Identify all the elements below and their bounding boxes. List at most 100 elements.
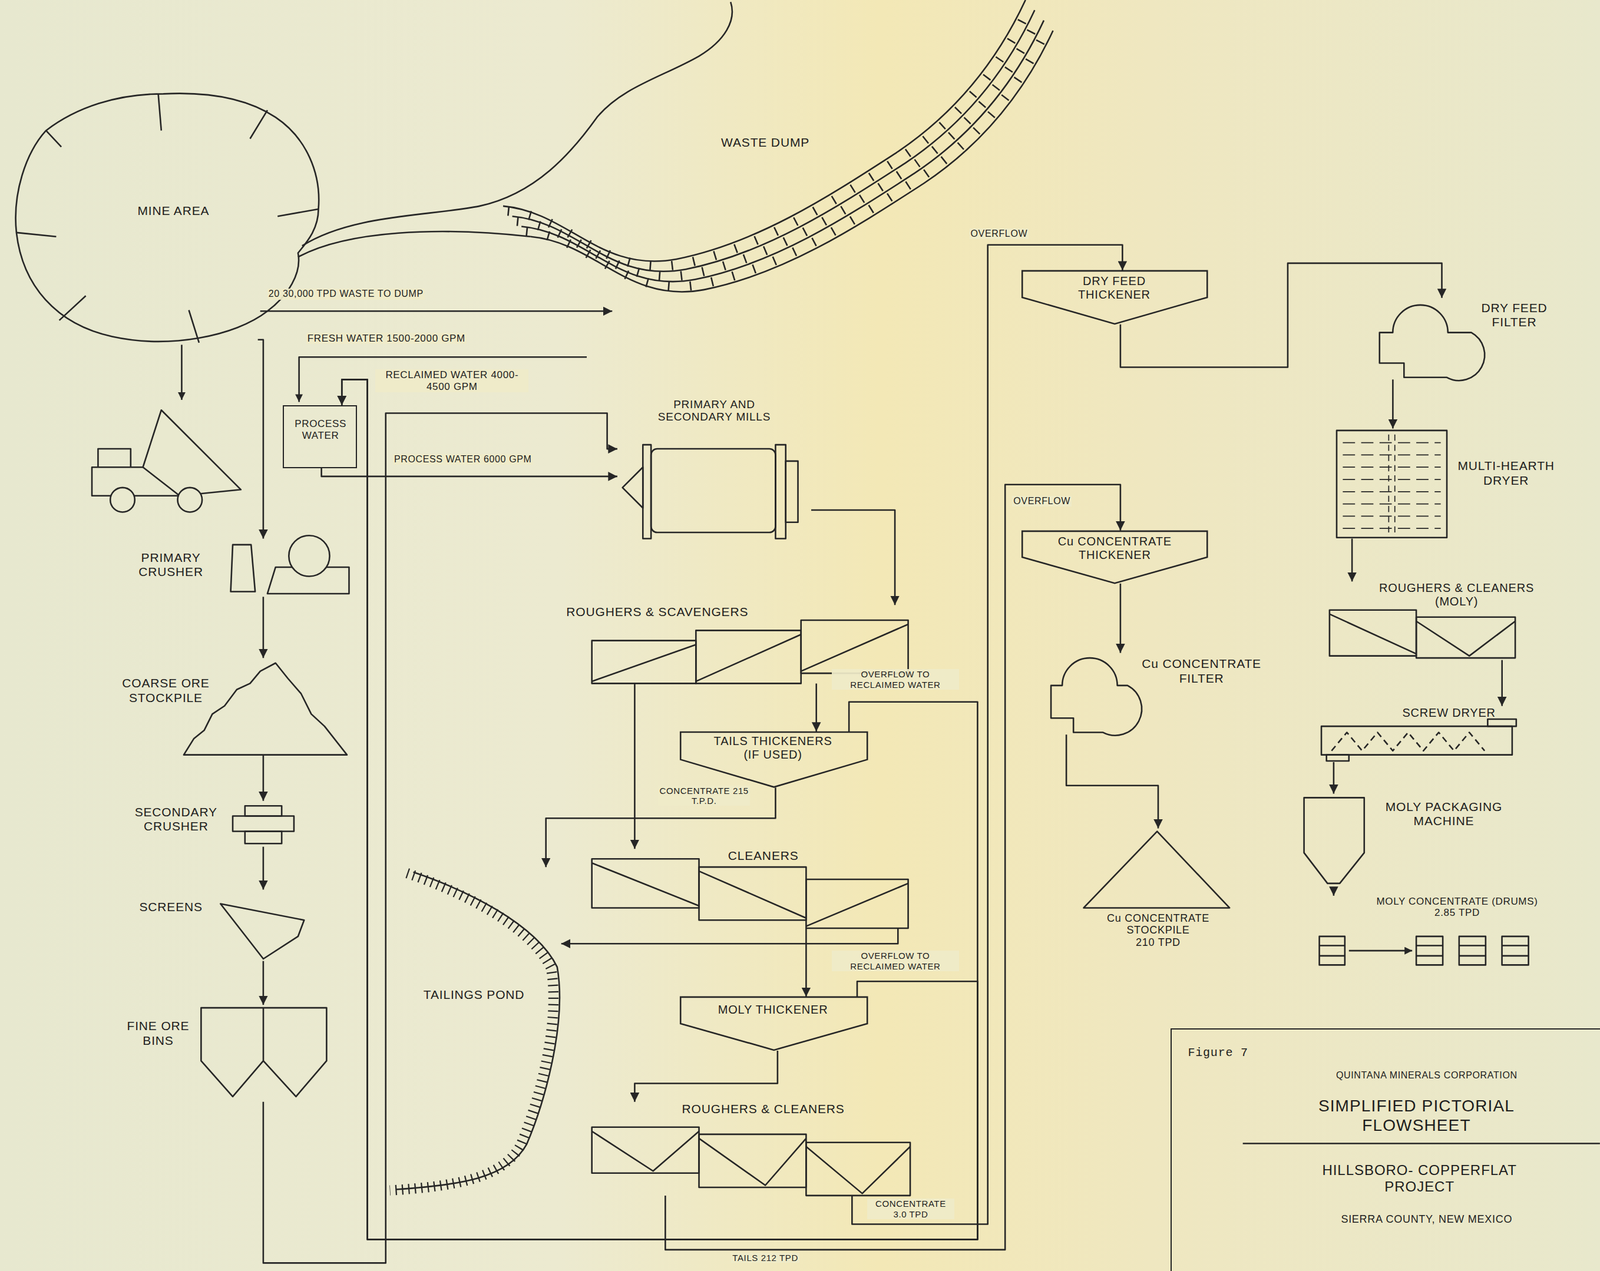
text-holder: OVERFLOW TO RECLAIMED WATER bbox=[831, 669, 960, 690]
process-node: SCREENS bbox=[127, 889, 307, 961]
filter-drum bbox=[1050, 305, 1485, 736]
crusher-symbol bbox=[288, 535, 330, 577]
haul-truck bbox=[180, 344, 183, 400]
flotation-cells bbox=[592, 863, 700, 907]
screw-dryer-symbol bbox=[1321, 719, 1517, 762]
flow-label: CONCENTRATE 3.0 TPD bbox=[867, 1198, 954, 1220]
thickener-outline bbox=[680, 997, 868, 1051]
tailings-dam bbox=[395, 872, 560, 1190]
equipment-label: SECONDARY CRUSHER bbox=[127, 805, 226, 834]
drawing-part bbox=[258, 245, 1503, 1264]
text-holder: MOLY THICKENER bbox=[678, 1003, 868, 1017]
text-holder: TAILS 212 TPD bbox=[703, 1253, 827, 1264]
equipment-label: PROCESS WATER bbox=[285, 418, 356, 442]
flotation-cells bbox=[699, 867, 807, 921]
text-holder: FRESH WATER 1500-2000 GPM bbox=[306, 332, 562, 345]
haul-truck bbox=[177, 487, 203, 513]
equipment-label: DRY FEED THICKENER bbox=[1053, 274, 1176, 302]
flow-line bbox=[1501, 660, 1503, 707]
equipment-label: 210 TPD bbox=[1135, 936, 1181, 950]
waste-dump-outline bbox=[298, 231, 531, 257]
waste-dump-outline bbox=[298, 0, 1054, 293]
equipment-label: CLEANERS bbox=[728, 848, 799, 864]
concentrate-drums bbox=[1319, 936, 1529, 965]
thickener-outline bbox=[680, 732, 868, 788]
ore-bins bbox=[200, 1007, 327, 1097]
text-holder: FINE ORE BINS bbox=[117, 1019, 200, 1048]
process-node: DRY FEED FILTER bbox=[1377, 298, 1563, 380]
flow-line bbox=[815, 683, 818, 732]
multi-hearth-dryer-symbol bbox=[1336, 430, 1447, 538]
title-block-text: Figure 7 bbox=[1187, 1046, 1248, 1060]
concentrate-drums bbox=[1319, 946, 1345, 957]
equipment-label: SCREENS bbox=[139, 900, 203, 915]
title-block-text: SIERRA COUNTY, NEW MEXICO bbox=[1340, 1213, 1513, 1226]
process-node: MOLY PACKAGING MACHINE bbox=[1300, 794, 1522, 888]
flow-line bbox=[260, 310, 613, 313]
flow-line bbox=[561, 928, 899, 944]
flow-line bbox=[262, 961, 265, 1006]
flotation-cells bbox=[1329, 614, 1417, 655]
haul-truck bbox=[143, 410, 241, 496]
equipment-label: PRIMARY CRUSHER bbox=[127, 550, 215, 580]
flotation-cells bbox=[695, 634, 801, 682]
process-node: PROCESS WATER bbox=[282, 405, 357, 469]
flotation-cells bbox=[699, 1134, 807, 1188]
flotation-cells bbox=[592, 645, 697, 682]
flow-note: OVERFLOW bbox=[1012, 496, 1072, 507]
flow-label: OVERFLOW TO RECLAIMED WATER bbox=[831, 669, 960, 690]
filter-drum bbox=[1379, 305, 1485, 381]
equipment-label: Cu CONCENTRATE FILTER bbox=[1127, 656, 1276, 686]
flotation-cells bbox=[592, 1127, 700, 1174]
waste-dump-outline bbox=[512, 10, 1036, 272]
text-holder: TAILINGS POND bbox=[420, 987, 528, 1003]
grinding-mill bbox=[622, 444, 799, 539]
equipment-label: MOLY CONCENTRATE (DRUMS) bbox=[1376, 896, 1538, 908]
flow-line bbox=[263, 413, 618, 1264]
process-node: CLEANERS bbox=[589, 848, 908, 929]
concentrate-drums bbox=[1502, 946, 1529, 957]
flotation-cells bbox=[1416, 617, 1516, 659]
flotation-cells bbox=[801, 624, 909, 672]
screw-dryer-symbol bbox=[1321, 726, 1513, 755]
equipment-label: Cu CONCENTRATE STOCKPILE bbox=[1076, 912, 1240, 937]
flotation-cells bbox=[801, 620, 909, 674]
equipment-label: Cu CONCENTRATE THICKENER bbox=[1035, 534, 1194, 563]
text-holder: RECLAIMED WATER 4000-4500 GPM bbox=[375, 369, 529, 393]
flow-line bbox=[262, 755, 265, 802]
equipment-label: (MOLY) bbox=[1435, 594, 1479, 609]
flotation-cells bbox=[805, 1142, 911, 1196]
grinding-mill bbox=[775, 444, 786, 539]
flotation-cells bbox=[592, 640, 697, 684]
title-block-text: QUINTANA MINERALS CORPORATION bbox=[1336, 1070, 1518, 1082]
text-holder: SCREW DRYER bbox=[1392, 706, 1506, 720]
process-node: FINE ORE BINS bbox=[117, 1005, 332, 1103]
equipment-label: ROUGHERS & CLEANERS bbox=[682, 1102, 845, 1117]
screen-symbol bbox=[220, 904, 304, 960]
flotation-cells bbox=[1416, 621, 1516, 657]
text-holder: Cu CONCENTRATE THICKENER bbox=[1035, 534, 1194, 563]
multi-hearth-dryer-symbol bbox=[1336, 430, 1447, 538]
text-holder: MINE AREA bbox=[101, 203, 246, 218]
equipment-label: TAILS THICKENERS bbox=[713, 734, 833, 749]
flotation-cells bbox=[699, 871, 807, 919]
flow-label: 20 30,000 TPD WASTE TO DUMP bbox=[267, 288, 425, 300]
haul-truck bbox=[110, 487, 135, 513]
process-node: MINE AREA bbox=[15, 89, 261, 340]
text-holder: ROUGHERS & SCAVENGERS bbox=[566, 605, 832, 620]
text-holder: PRIMARY AND SECONDARY MILLS bbox=[642, 398, 786, 425]
haul-truck bbox=[91, 344, 241, 512]
equipment-label: ROUGHERS & SCAVENGERS bbox=[566, 605, 749, 620]
text-holder: TAILS THICKENERS(IF USED) bbox=[678, 734, 868, 762]
equipment-label: WASTE DUMP bbox=[721, 135, 810, 150]
text-holder: HILLSBORO- COPPERFLAT PROJECT bbox=[1312, 1162, 1527, 1195]
flow-line bbox=[811, 510, 895, 606]
haul-truck bbox=[97, 448, 131, 468]
flotation-cells bbox=[1329, 610, 1417, 657]
process-node: Cu CONCENTRATE FILTER bbox=[1050, 653, 1278, 736]
text-holder: PROCESS WATER bbox=[285, 418, 356, 442]
secondary-crusher-symbol bbox=[245, 831, 282, 845]
flow-line bbox=[634, 1050, 778, 1103]
equipment-label: MULTI-HEARTH DRYER bbox=[1450, 458, 1562, 488]
